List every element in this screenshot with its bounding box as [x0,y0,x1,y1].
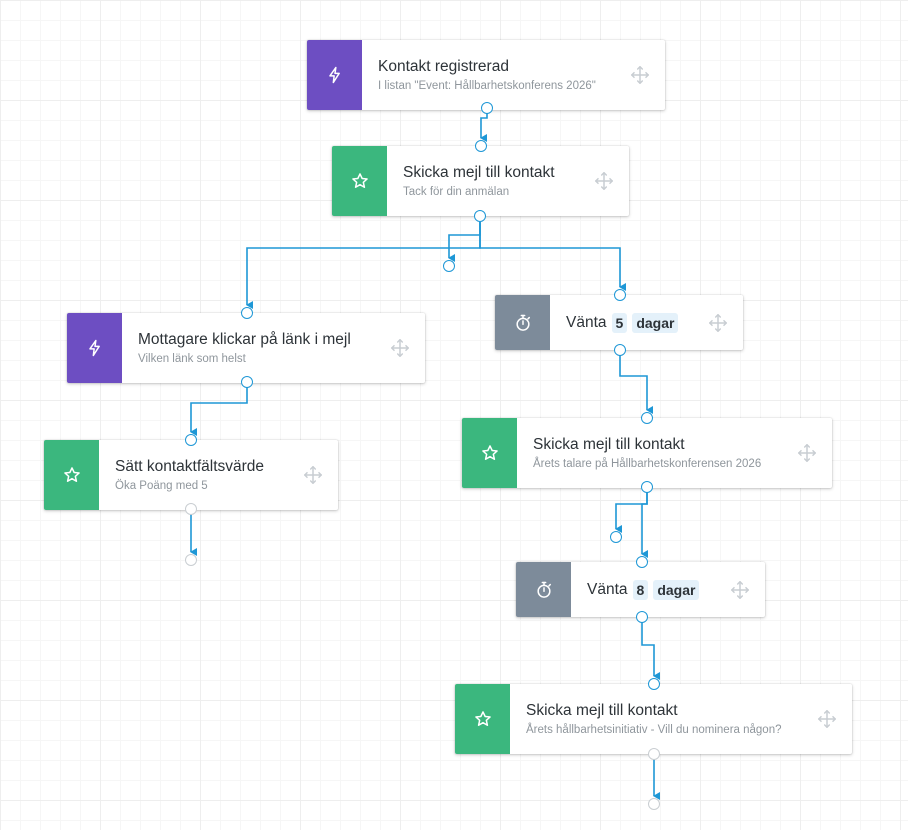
connection-port[interactable] [641,412,653,424]
connector-line [479,222,626,291]
node-subtitle: Årets talare på Hållbarhetskonferensen 2… [533,458,762,470]
connection-port[interactable] [443,260,455,272]
wait-amount-chip[interactable]: 8 [632,579,649,600]
star-icon [462,418,517,488]
node-subtitle: I listan "Event: Hållbarhetskonferens 20… [378,80,596,92]
move-handle-icon[interactable] [727,562,753,617]
connection-port[interactable] [475,140,487,152]
move-handle-icon[interactable] [794,418,820,488]
connection-port[interactable] [648,798,660,810]
move-handle-icon[interactable] [814,684,840,754]
node-title: Mottagare klickar på länk i mejl [138,331,351,348]
connection-port[interactable] [641,481,653,493]
node-subtitle: Vilken länk som helst [138,353,246,365]
connection-port[interactable] [610,531,622,543]
node-subtitle: Årets hållbarhetsinitiativ - Vill du nom… [526,724,782,736]
lightning-icon [67,313,122,383]
connector-line [448,222,481,262]
wait-amount-chip[interactable]: 5 [611,312,628,333]
star-icon [455,684,510,754]
connection-port[interactable] [614,344,626,356]
move-handle-icon[interactable] [387,313,413,383]
connection-port[interactable] [614,289,626,301]
move-handle-icon[interactable] [627,40,653,110]
connection-port[interactable] [474,210,486,222]
node-subtitle: Öka Poäng med 5 [115,480,208,492]
trigger-node[interactable]: Kontakt registrerad I listan "Event: Håll… [307,40,665,110]
wait-unit-chip[interactable]: dagar [653,579,700,600]
connection-port[interactable] [185,503,197,515]
move-handle-icon[interactable] [705,295,731,350]
connector-line [641,617,660,680]
connector-line [641,487,648,558]
node-title: Skicka mejl till kontakt [526,702,678,719]
stopwatch-icon [516,562,571,617]
wait-unit-chip[interactable]: dagar [632,312,679,333]
node-title: Sätt kontaktfältsvärde [115,458,265,475]
star-icon [332,146,387,216]
connection-port[interactable] [241,376,253,388]
connector-line [615,487,648,533]
node-subtitle: Tack för din anmälan [403,186,510,198]
wait-label: Vänta [566,313,607,331]
node-title: Skicka mejl till kontakt [533,436,685,453]
node-content: Kontakt registrerad I listan "Event: Håll… [362,40,627,110]
move-handle-icon[interactable] [591,146,617,216]
star-icon [44,440,99,510]
connection-port[interactable] [648,678,660,690]
connection-port[interactable] [241,307,253,319]
move-handle-icon[interactable] [300,440,326,510]
connector-line [619,350,653,414]
stopwatch-icon [495,295,550,350]
node-title: Kontakt registrerad [378,58,509,75]
connection-port[interactable] [648,748,660,760]
connection-port[interactable] [185,434,197,446]
connection-port[interactable] [185,554,197,566]
connection-port[interactable] [636,611,648,623]
connector-line [190,382,248,436]
lightning-icon [307,40,362,110]
connection-port[interactable] [481,102,493,114]
connection-port[interactable] [636,556,648,568]
wait-label: Vänta [587,580,628,598]
node-title: Skicka mejl till kontakt [403,164,555,181]
